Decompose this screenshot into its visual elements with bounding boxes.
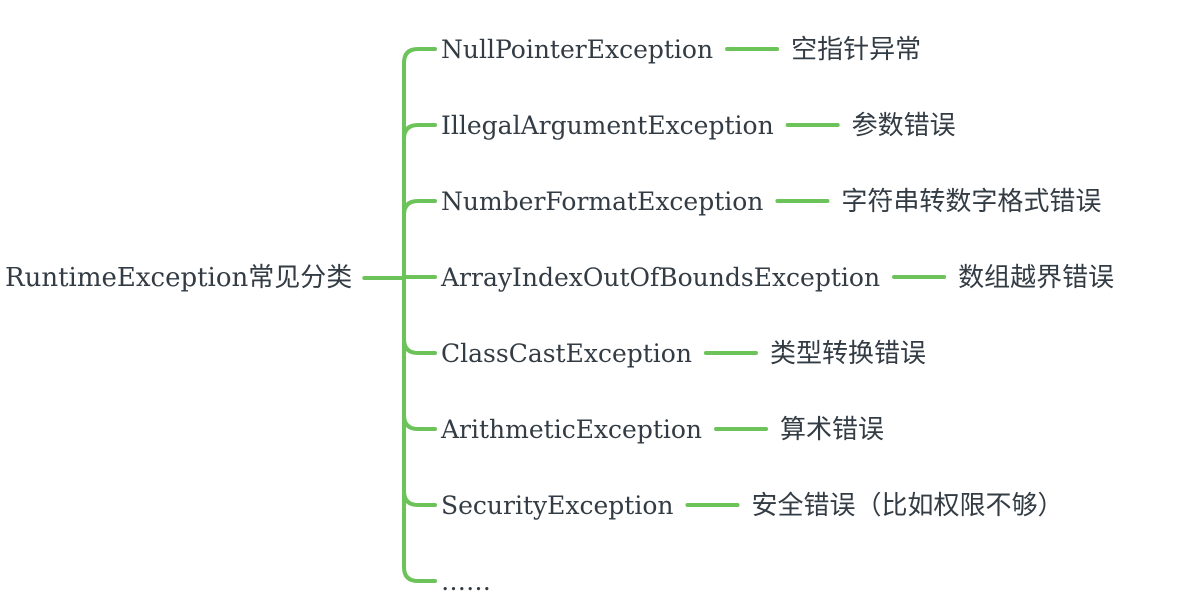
exception-node-label[interactable]: NumberFormatException	[441, 187, 763, 216]
exception-node-label[interactable]: ClassCastException	[441, 339, 692, 368]
branch-connector	[402, 123, 437, 141]
root-node-label[interactable]: RuntimeException常见分类	[5, 263, 352, 293]
exception-description-label[interactable]: 数组越界错误	[958, 263, 1114, 293]
branch-connector	[402, 489, 437, 507]
exception-description-label[interactable]: 安全错误（比如权限不够）	[751, 491, 1063, 521]
exception-description-label[interactable]: 空指针异常	[791, 35, 921, 65]
branch-connector	[402, 337, 437, 355]
exception-description-label[interactable]: 字符串转数字格式错误	[841, 187, 1101, 217]
branch-connector	[402, 199, 437, 217]
exception-description-label[interactable]: 算术错误	[780, 415, 884, 445]
exception-node-label[interactable]: IllegalArgumentException	[441, 111, 774, 140]
branch-nodes: NullPointerException 空指针异常 IllegalArgument…	[440, 35, 1114, 596]
exception-node-label[interactable]: NullPointerException	[441, 35, 713, 64]
exception-node-label[interactable]: ……	[441, 567, 491, 596]
connectors	[362, 47, 947, 583]
exception-description-label[interactable]: 参数错误	[852, 111, 956, 141]
branch-connector	[402, 565, 437, 583]
exception-node-label[interactable]: SecurityException	[441, 491, 673, 520]
exception-description-label[interactable]: 类型转换错误	[770, 339, 926, 369]
exception-node-label[interactable]: ArrayIndexOutOfBoundsException	[440, 263, 880, 292]
branch-connector	[402, 413, 437, 431]
branch-connector	[402, 47, 437, 65]
exception-node-label[interactable]: ArithmeticException	[440, 415, 702, 444]
